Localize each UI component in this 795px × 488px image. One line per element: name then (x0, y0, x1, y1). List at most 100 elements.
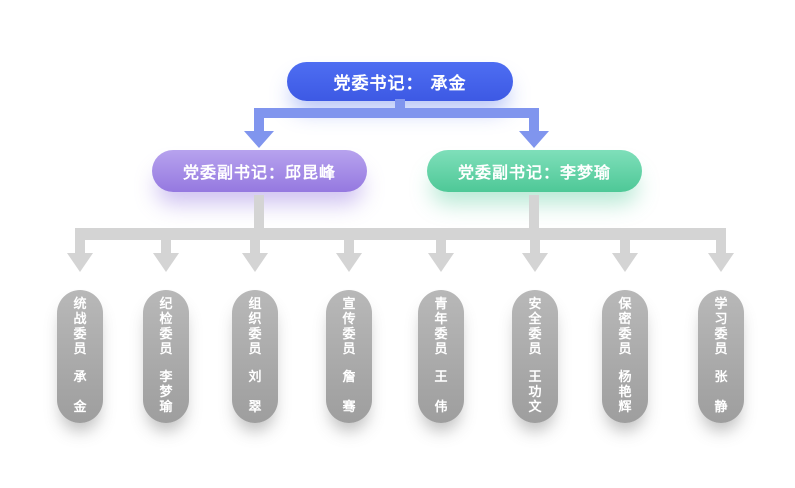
member-pill-char: 委 (73, 327, 87, 342)
member-pill-char: 员 (73, 342, 87, 357)
member-pill-char: 瑜 (159, 400, 173, 415)
connector-member-drop (620, 239, 630, 254)
member-pill-text: 安全委员王功文 (528, 290, 543, 423)
member-pill-char: 宣 (342, 297, 356, 312)
member-pill-char: 战 (73, 312, 87, 327)
connector-member-drop (716, 239, 726, 254)
member-pill-char (342, 385, 357, 400)
member-pill-char: 委 (342, 327, 356, 342)
member-pill-char: 全 (528, 312, 542, 327)
member-pill-char: 张 (714, 370, 728, 385)
member-pill-char: 组 (248, 297, 262, 312)
member-pill-text: 宣传委员詹 骞 (342, 290, 357, 423)
arrow-down-icon (708, 253, 734, 272)
connector-member-drop (436, 239, 446, 254)
member-pill-char: 委 (248, 327, 262, 342)
member-pill-char: 员 (434, 342, 448, 357)
arrow-down-icon (612, 253, 638, 272)
member-pill-char: 安 (528, 297, 542, 312)
member-pill-char: 梦 (159, 385, 173, 400)
member-pill-text: 青年委员王 伟 (434, 290, 449, 423)
member-pill-char: 传 (342, 312, 356, 327)
member-pill-char: 员 (159, 342, 173, 357)
member-pill-char: 员 (248, 342, 262, 357)
connector-deputy2-stub (529, 195, 539, 229)
connector-deputy1-stub (254, 195, 264, 229)
member-pill-2: 纪检委员李梦瑜 (143, 290, 189, 423)
member-pill-5: 青年委员王 伟 (418, 290, 464, 423)
node-deputy-secretary-1-label: 党委副书记：邱昆峰 (182, 163, 336, 182)
member-pill-char: 纪 (159, 297, 173, 312)
connector-member-drop (530, 239, 540, 254)
member-pill-char: 刘 (248, 370, 262, 385)
member-pill-char: 李 (159, 370, 173, 385)
member-pill-char: 检 (159, 312, 173, 327)
connector-root-bar (254, 108, 539, 118)
connector-root-drop-right (529, 117, 539, 131)
member-pill-8: 学习委员张 静 (698, 290, 744, 423)
arrow-down-icon (522, 253, 548, 272)
member-pill-1: 统战委员承 金 (57, 290, 103, 423)
node-party-secretary: 党委书记： 承金 (287, 62, 513, 101)
member-pill-3: 组织委员刘 翠 (232, 290, 278, 423)
member-pill-char: 金 (73, 400, 87, 415)
member-pill-char: 员 (714, 342, 728, 357)
member-pill-char: 学 (714, 297, 728, 312)
member-pill-char: 委 (714, 327, 728, 342)
member-pill-char: 青 (434, 297, 448, 312)
member-pill-7: 保密委员杨艳辉 (602, 290, 648, 423)
connector-member-drop (75, 239, 85, 254)
arrow-down-icon (336, 253, 362, 272)
node-party-secretary-label: 党委书记： 承金 (333, 74, 467, 94)
member-pill-char: 密 (618, 312, 632, 327)
member-pill-char: 骞 (342, 400, 356, 415)
node-deputy-secretary-2-label: 党委副书记：李梦瑜 (457, 163, 611, 182)
member-pill-char: 王 (528, 370, 542, 385)
member-pill-char: 翠 (248, 400, 262, 415)
arrow-down-icon (519, 131, 549, 148)
member-pill-char: 员 (528, 342, 542, 357)
member-pill-char: 年 (434, 312, 448, 327)
member-pill-text: 保密委员杨艳辉 (618, 290, 633, 423)
member-pill-char: 委 (618, 327, 632, 342)
member-pill-char: 功 (528, 385, 542, 400)
member-pill-char: 詹 (342, 370, 356, 385)
member-pill-text: 组织委员刘 翠 (248, 290, 263, 423)
connector-member-drop (161, 239, 171, 254)
member-pill-char: 静 (714, 400, 728, 415)
member-pill-char: 文 (528, 400, 542, 415)
member-pill-char: 织 (248, 312, 262, 327)
node-deputy-secretary-2: 党委副书记：李梦瑜 (427, 150, 642, 192)
member-pill-text: 学习委员张 静 (714, 290, 729, 423)
node-deputy-secretary-1: 党委副书记：邱昆峰 (152, 150, 367, 192)
connector-member-drop (250, 239, 260, 254)
member-pill-text: 纪检委员李梦瑜 (159, 290, 174, 423)
arrow-down-icon (428, 253, 454, 272)
member-pill-char: 委 (434, 327, 448, 342)
member-pill-char: 艳 (618, 385, 632, 400)
member-pill-char: 杨 (618, 370, 632, 385)
member-pill-char: 辉 (618, 400, 632, 415)
member-pill-char: 王 (434, 370, 448, 385)
member-pill-char: 员 (342, 342, 356, 357)
arrow-down-icon (244, 131, 274, 148)
connector-member-drop (344, 239, 354, 254)
member-pill-char: 委 (159, 327, 173, 342)
member-pill-6: 安全委员王功文 (512, 290, 558, 423)
member-pill-char: 员 (618, 342, 632, 357)
member-pill-char: 承 (73, 370, 87, 385)
member-pill-text: 统战委员承 金 (73, 290, 88, 423)
member-pill-char (248, 385, 263, 400)
member-pill-4: 宣传委员詹 骞 (326, 290, 372, 423)
connector-root-drop-left (254, 117, 264, 131)
member-pill-char: 伟 (434, 400, 448, 415)
connector-members-bar (75, 228, 726, 240)
arrow-down-icon (153, 253, 179, 272)
member-pill-char: 统 (73, 297, 87, 312)
member-pill-char (714, 385, 729, 400)
member-pill-char (73, 385, 88, 400)
arrow-down-icon (67, 253, 93, 272)
connector-root-stub (395, 99, 405, 109)
